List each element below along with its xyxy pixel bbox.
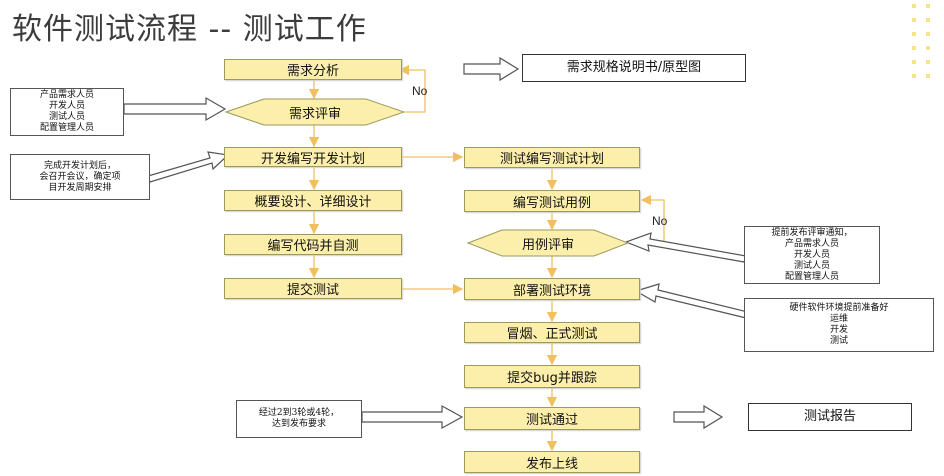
step-code-selftest[interactable]: 编写代码并自测 (224, 234, 402, 255)
diamond-shape (224, 98, 406, 126)
no-label-requirement-review: No (412, 84, 428, 98)
diamond-shape (466, 229, 630, 257)
note-dev-plan: 完成开发计划后， 会召开会议，确定项 目开发周期安排 (10, 154, 150, 200)
step-release[interactable]: 发布上线 (464, 451, 640, 473)
step-submit-test[interactable]: 提交测试 (224, 278, 402, 299)
no-label-case-review: No (652, 214, 668, 228)
connector-review-no-loop (398, 64, 426, 113)
step-requirement-review[interactable]: 需求评审 (224, 98, 406, 126)
decorative-dots (912, 4, 930, 78)
arrow-release-rule-note (361, 404, 464, 430)
arrow-env-prep-note (634, 283, 749, 319)
output-requirements-doc-text: 需求规格说明书/原型图 (566, 60, 702, 75)
output-test-report-text: 测试报告 (803, 409, 856, 424)
step-deploy-env[interactable]: 部署测试环境 (464, 278, 640, 300)
arrow-review-people (123, 96, 227, 122)
step-submit-bug[interactable]: 提交bug并跟踪 (464, 365, 640, 388)
step-test-plan[interactable]: 测试编写测试计划 (464, 147, 640, 168)
step-design[interactable]: 概要设计、详细设计 (224, 190, 402, 211)
note-case-review: 提前发布评审通知， 产品需求人员 开发人员 测试人员 配置管理人员 (744, 226, 880, 284)
note-release-rule: 经过2到3轮或4轮， 达到发布要求 (236, 400, 362, 438)
step-test-pass[interactable]: 测试通过 (464, 407, 640, 430)
arrow-to-test-report (673, 404, 724, 430)
arrow-case-review-note (624, 232, 747, 263)
note-env-prep: 硬件软件环境提前准备好 运维 开发 测试 (744, 298, 934, 352)
step-dev-plan[interactable]: 开发编写开发计划 (224, 147, 402, 167)
step-requirement-analysis[interactable]: 需求分析 (224, 59, 402, 80)
page-title: 软件测试流程 -- 测试工作 (12, 12, 367, 47)
arrow-dev-plan-note (147, 151, 230, 183)
step-smoke-formal-test[interactable]: 冒烟、正式测试 (464, 322, 640, 343)
step-test-cases[interactable]: 编写测试用例 (464, 190, 640, 212)
arrow-to-requirements-doc (463, 56, 520, 82)
output-requirements-doc: 需求规格说明书/原型图 (522, 54, 746, 82)
step-case-review[interactable]: 用例评审 (466, 229, 630, 257)
step-label: 需求评审 (288, 106, 341, 122)
output-test-report: 测试报告 (748, 403, 912, 431)
step-label: 用例评审 (521, 237, 574, 253)
note-review-people: 产品需求人员 开发人员 测试人员 配置管理人员 (10, 88, 124, 136)
